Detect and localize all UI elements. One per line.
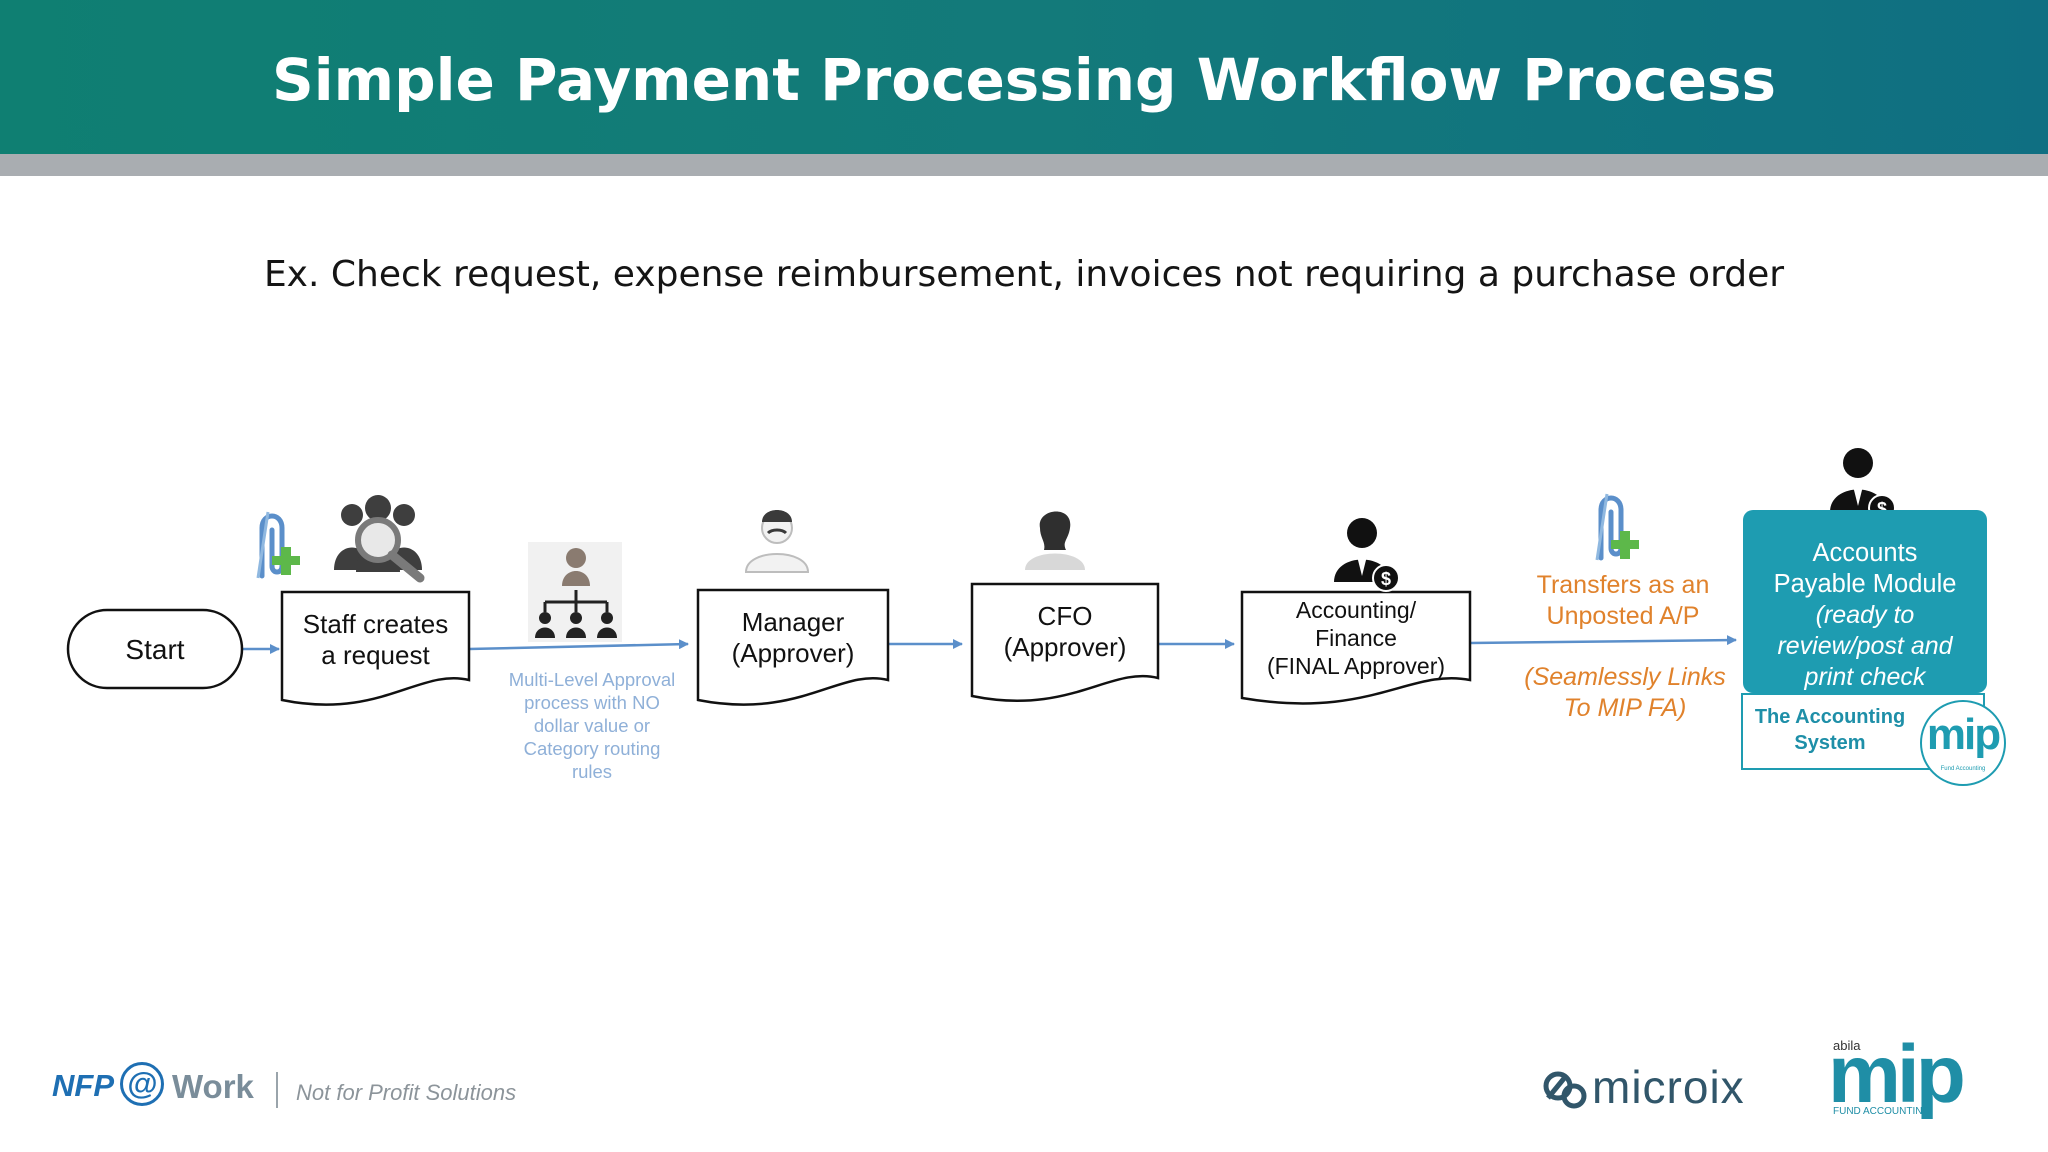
finance-person-dollar-icon: $ <box>1334 518 1400 592</box>
ap-module-description: (ready to review/post and print check <box>1777 601 1953 691</box>
nfp-work-text: Work <box>172 1068 254 1105</box>
arrow-accounting-to-ap <box>1469 635 1737 646</box>
svg-text:$: $ <box>1381 569 1391 589</box>
transfer-note: Transfers as an Unposted A/P <box>1536 571 1710 630</box>
abila-logo-text: abila <box>1833 1038 1861 1053</box>
manager-label: Manager (Approver) <box>731 607 855 668</box>
microix-logo-text: microix <box>1592 1061 1745 1113</box>
group-search-icon <box>334 495 425 583</box>
microix-logo-icon <box>1543 1071 1587 1109</box>
mip-badge-text: mip <box>1926 710 2001 759</box>
paperclip-plus-icon <box>256 511 300 579</box>
footer-tagline: Not for Profit Solutions <box>296 1080 517 1105</box>
accounting-document-node <box>1240 590 1472 705</box>
accounting-system-label: The Accounting System <box>1754 706 1906 754</box>
start-node <box>66 608 244 690</box>
arrow-staff-to-manager <box>468 639 689 651</box>
accounting-label: Accounting/ Finance (FINAL Approver) <box>1266 597 1446 679</box>
org-chart-icon <box>528 542 622 642</box>
mip-logo-subtext: FUND ACCOUNTING <box>1833 1106 1931 1117</box>
footer-divider <box>276 1072 278 1108</box>
mip-badge-subtext: Fund Accounting <box>1940 766 1986 772</box>
nfp-logo-text: NFP <box>52 1068 114 1103</box>
ap-module-title: Accounts Payable Module <box>1773 539 1957 598</box>
nfp-at-icon: @ <box>120 1062 164 1106</box>
ap-module-box <box>1743 510 1987 693</box>
header-banner <box>0 0 2048 154</box>
manager-person-icon <box>744 510 810 573</box>
paperclip-plus-icon <box>1595 493 1639 561</box>
manager-document-node <box>696 588 890 706</box>
page-title: Simple Payment Processing Workflow Proce… <box>272 46 1776 114</box>
svg-text:$: $ <box>1877 499 1887 519</box>
staff-label: Staff creates a request <box>302 609 449 670</box>
mip-logo-text: mip <box>1828 1029 1966 1120</box>
header-stripe <box>0 154 2048 176</box>
subtitle: Ex. Check request, expense reimbursement… <box>263 254 1785 295</box>
cfo-person-icon <box>1025 511 1085 570</box>
start-label: Start <box>125 634 185 665</box>
mip-badge-icon <box>1920 700 2006 786</box>
staff-document-node <box>280 590 471 706</box>
connector-arrows <box>242 635 1737 654</box>
cfo-label: CFO (Approver) <box>1003 601 1127 662</box>
cfo-document-node <box>970 582 1160 702</box>
seamless-links-note: (Seamlessly Links To MIP FA) <box>1524 663 1726 722</box>
multilevel-approval-note: Multi-Level Approval process with NO dol… <box>508 669 676 782</box>
